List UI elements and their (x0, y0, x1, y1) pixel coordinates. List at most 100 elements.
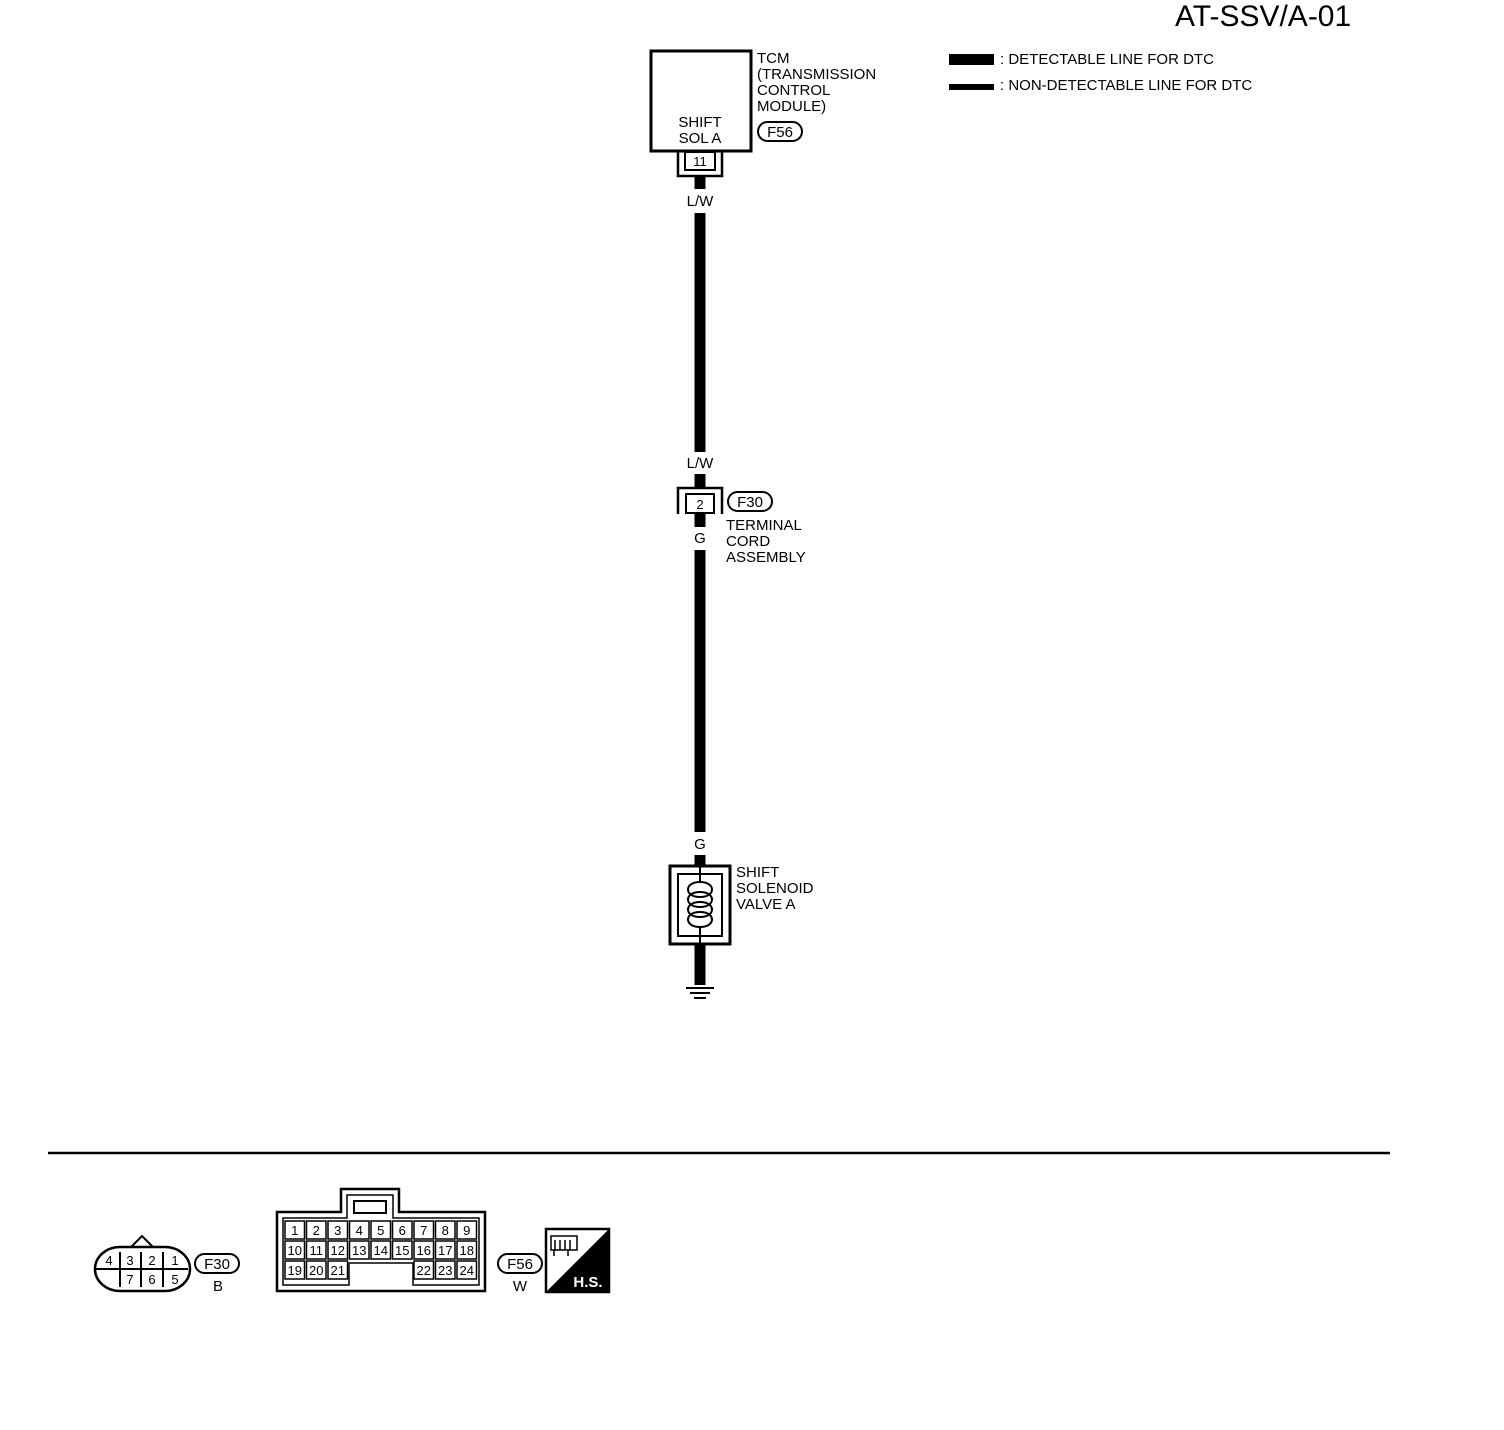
solenoid-coil-icon (687, 881, 713, 929)
f56-pin-cell (456, 1220, 478, 1240)
terminal-cord-connector-id: F30 (737, 494, 763, 511)
terminal-cord-name-line1: TERMINAL (726, 517, 802, 534)
f30-pin: 6 (148, 1272, 155, 1287)
f56-pin-cell (284, 1240, 306, 1260)
f30-tag (194, 1253, 240, 1274)
wire-lw-top-color: L/W (687, 193, 715, 210)
wire-g: G G (694, 514, 706, 866)
terminal-cord-pin-box (685, 493, 715, 514)
f56-pin-cell (327, 1220, 349, 1240)
f30-pin: 5 (171, 1272, 178, 1287)
f56-pin: 17 (438, 1243, 452, 1258)
terminal-cord-assembly: 2 F30 TERMINAL CORD ASSEMBLY (676, 486, 806, 566)
legend: : DETECTABLE LINE FOR DTC : NON-DETECTAB… (949, 51, 1252, 94)
f56-pin-cell (284, 1220, 306, 1240)
f56-pin-cell (348, 1240, 370, 1260)
legend-non-detectable-swatch (949, 84, 994, 90)
f56-pin: 6 (399, 1223, 406, 1238)
tcm-connector-id: F56 (767, 124, 793, 141)
tcm-desc-line1: (TRANSMISSION (757, 66, 876, 83)
f56-pin-cell (327, 1240, 349, 1260)
f56-pin: 22 (417, 1263, 431, 1278)
f30-color: B (213, 1278, 223, 1295)
f30-pin: 7 (126, 1272, 133, 1287)
terminal-cord-name-line2: CORD (726, 533, 770, 550)
solenoid-name-line3: VALVE A (736, 896, 795, 913)
f56-pin-cell (434, 1240, 456, 1260)
tcm-module: SHIFT SOL A TCM (TRANSMISSION CONTROL MO… (649, 49, 876, 178)
f30-pin: 3 (126, 1253, 133, 1268)
f56-pin-cell (348, 1220, 370, 1240)
f56-pin-cell (305, 1220, 327, 1240)
f56-color: W (513, 1278, 528, 1295)
f56-pin-cell (370, 1240, 392, 1260)
terminal-cord-name-line3: ASSEMBLY (726, 549, 806, 566)
f56-latch (353, 1200, 387, 1214)
f30-tag-id: F30 (204, 1256, 230, 1273)
tcm-terminal-box (684, 151, 716, 171)
tcm-name: TCM (757, 50, 790, 67)
f56-pin: 15 (395, 1243, 409, 1258)
solenoid-name-line2: SOLENOID (736, 880, 814, 897)
f56-pin-cell (413, 1260, 435, 1280)
f56-pin: 7 (420, 1223, 427, 1238)
f56-pin-cell (434, 1260, 456, 1280)
tcm-signal-line1: SHIFT (678, 114, 721, 131)
f30-pin: 2 (148, 1253, 155, 1268)
f30-pin: 1 (171, 1253, 178, 1268)
f30-key (130, 1234, 154, 1248)
f56-pin: 10 (288, 1243, 302, 1258)
connector-f30-face: 4 3 2 1 7 6 5 F30 B (93, 1234, 240, 1295)
f56-pin-cell (413, 1240, 435, 1260)
f56-pin-cell (456, 1260, 478, 1280)
f56-pin: 18 (460, 1243, 474, 1258)
connector-icon (550, 1235, 578, 1256)
f56-pin: 1 (291, 1223, 298, 1238)
f56-pin: 8 (442, 1223, 449, 1238)
legend-detectable-swatch (949, 54, 994, 65)
f56-pin-cell (370, 1220, 392, 1240)
tcm-desc-line3: MODULE) (757, 98, 826, 115)
f56-pin: 24 (460, 1263, 474, 1278)
hs-badge-label: H.S. (573, 1274, 602, 1291)
tcm-connector-tag (757, 121, 803, 142)
f56-pin-cell (327, 1260, 349, 1280)
f56-pin-cell (391, 1220, 413, 1240)
f56-pin: 16 (417, 1243, 431, 1258)
shift-solenoid-valve-a: SHIFT SOLENOID VALVE A (668, 864, 814, 946)
f56-pin: 11 (310, 1243, 324, 1258)
hs-badge: H.S. (544, 1227, 611, 1294)
wire-lw: L/W L/W (687, 176, 715, 489)
f56-tag-id: F56 (507, 1256, 533, 1273)
tcm-terminal-number: 11 (693, 154, 707, 169)
legend-detectable-label: : DETECTABLE LINE FOR DTC (1000, 51, 1214, 68)
f56-pin-cell (456, 1240, 478, 1260)
terminal-cord-connector-tag (727, 491, 773, 512)
f56-pin-cell (391, 1240, 413, 1260)
wire-lw-bottom-color: L/W (687, 455, 715, 472)
f56-pin: 2 (313, 1223, 320, 1238)
f56-pin-cell (284, 1260, 306, 1280)
tcm-desc-line2: CONTROL (757, 82, 830, 99)
f56-pin: 13 (352, 1243, 366, 1258)
f56-pin: 12 (331, 1243, 345, 1258)
f56-tag (497, 1253, 543, 1274)
wire-g-top-color: G (694, 530, 706, 547)
f56-pin-cell (305, 1260, 327, 1280)
ground (686, 944, 714, 999)
f56-pin: 20 (309, 1263, 323, 1278)
wire-g-bottom-color: G (694, 836, 706, 853)
f56-pin: 9 (463, 1223, 470, 1238)
f56-pin-cell (413, 1220, 435, 1240)
terminal-cord-bracket (676, 486, 724, 514)
terminal-cord-pin-number: 2 (696, 497, 703, 512)
f56-pin: 4 (356, 1223, 363, 1238)
f56-pin: 21 (331, 1263, 345, 1278)
f56-pin: 5 (377, 1223, 384, 1238)
legend-non-detectable-label: : NON-DETECTABLE LINE FOR DTC (1000, 77, 1252, 94)
f56-pin: 3 (334, 1223, 341, 1238)
f30-outline (93, 1245, 192, 1293)
hs-badge-fill (546, 1229, 609, 1292)
